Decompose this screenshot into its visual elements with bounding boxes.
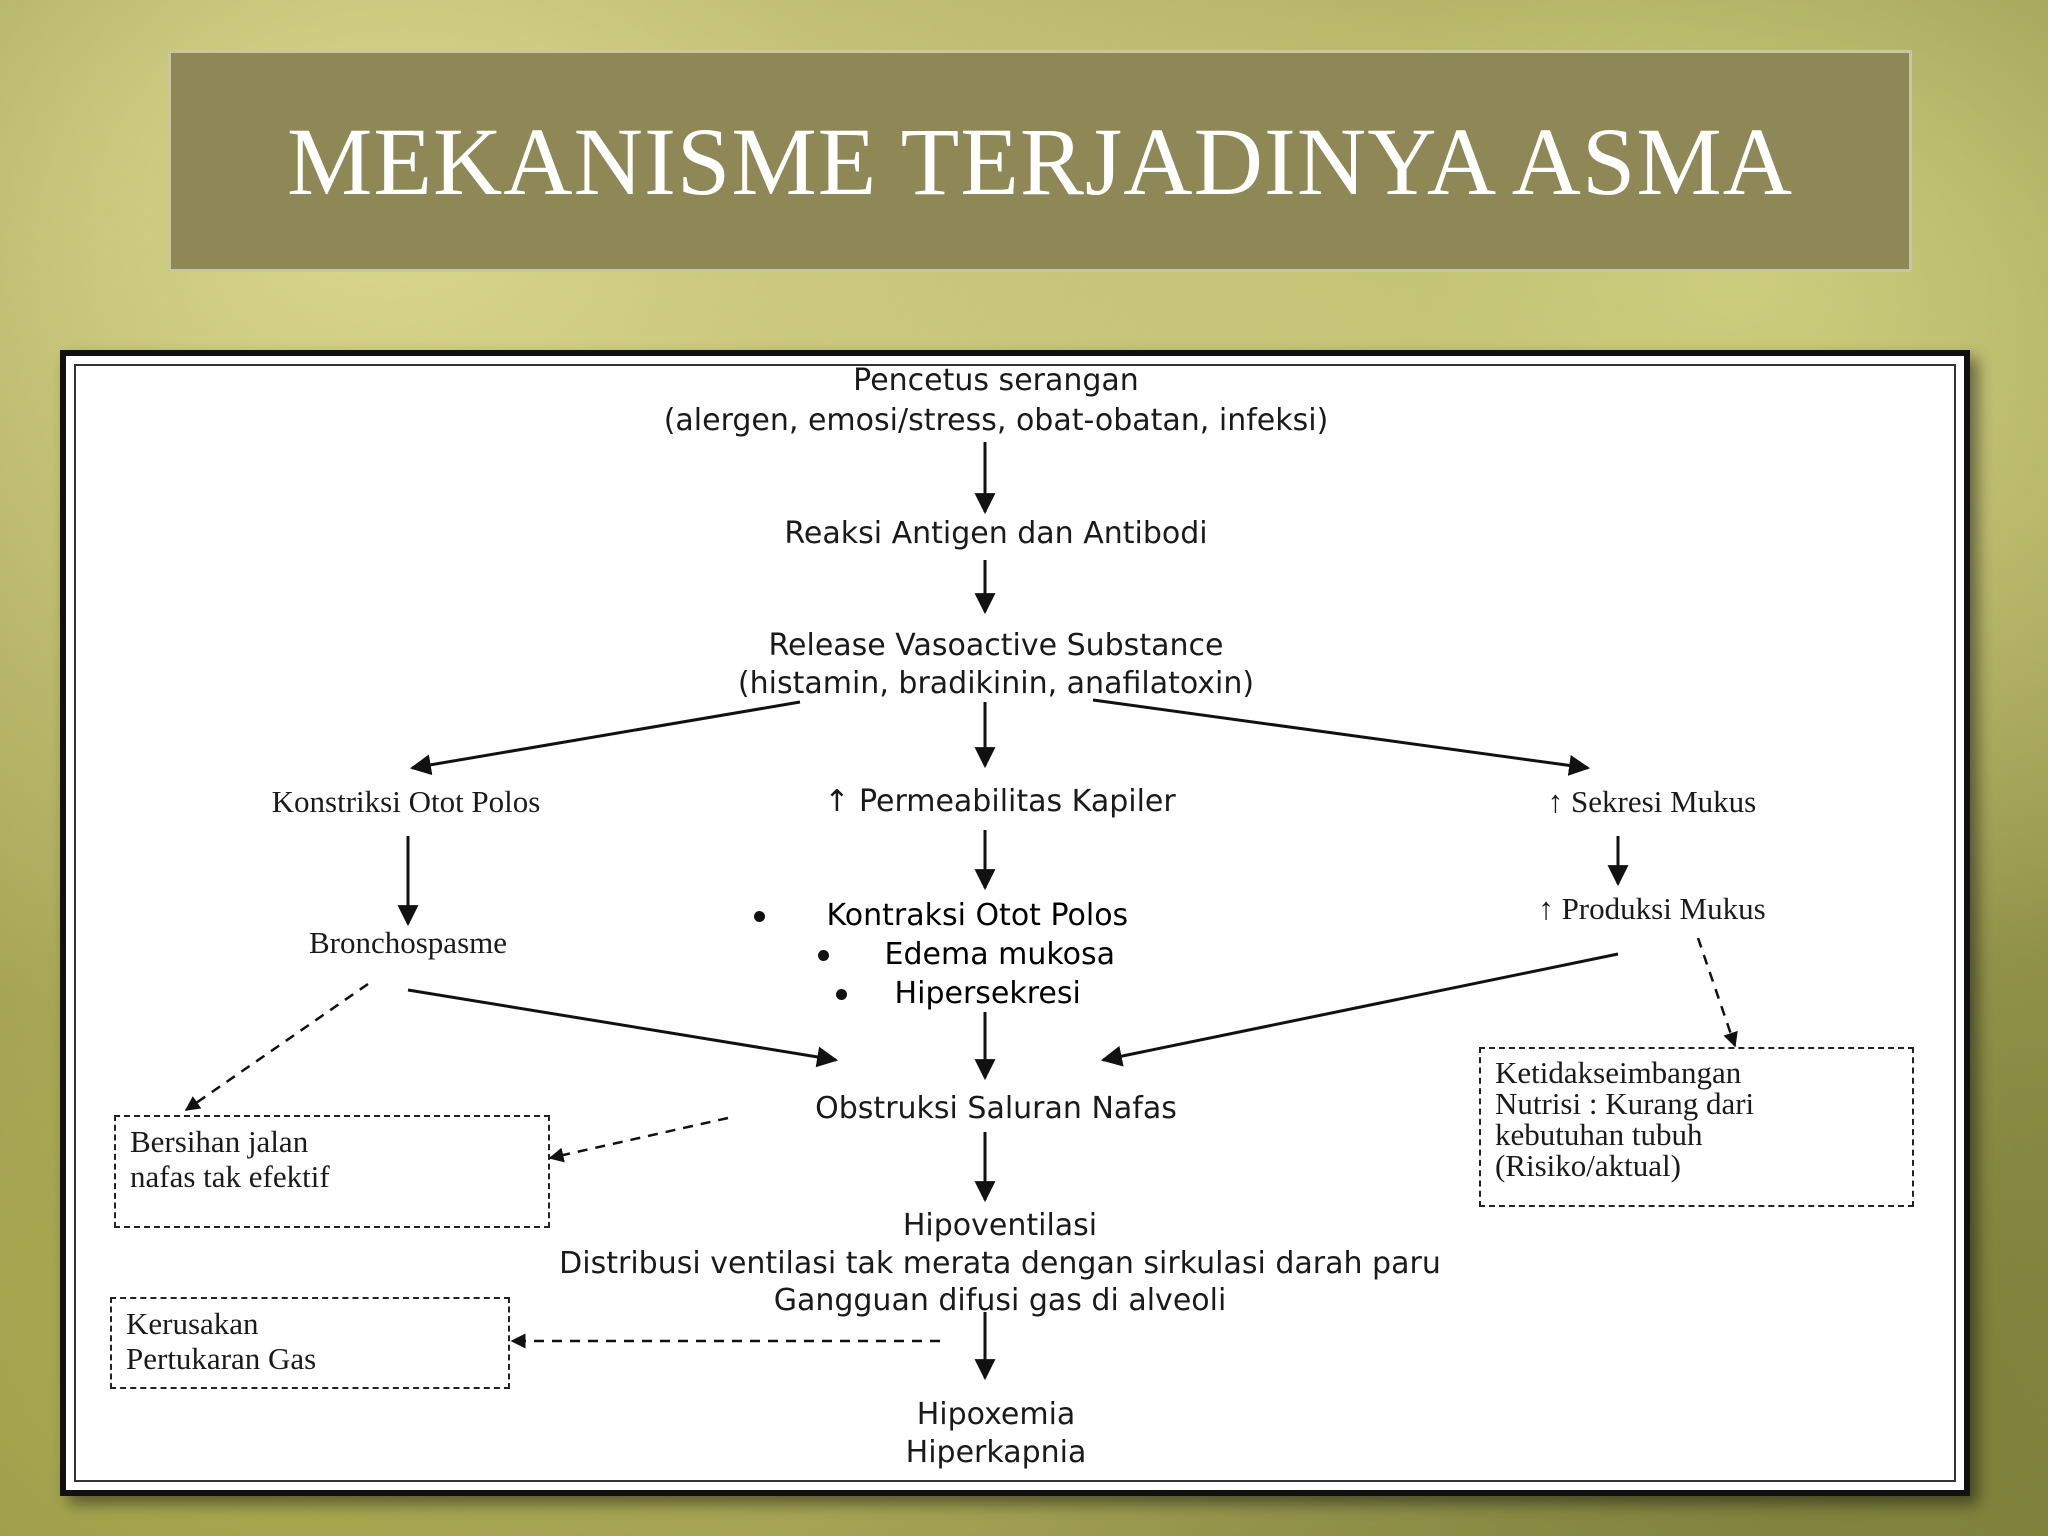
diagnosis-gas-exchange-box: Kerusakan Pertukaran Gas	[110, 1297, 510, 1389]
node-obstruction: Obstruksi Saluran Nafas	[815, 1091, 1177, 1126]
arrow-mucus-to-obstruction	[1100, 952, 1619, 1067]
diagnosis-nutrition-line: kebutuhan tubuh	[1495, 1117, 1703, 1152]
node-outcome-hypoxemia: Hipoxemia	[916, 1397, 1076, 1432]
diagnosis-airway-line: Bersihan jalan	[130, 1124, 309, 1159]
node-reaction: Reaksi Antigen dan Antibodi	[784, 516, 1208, 551]
node-release-title: Release Vasoactive Substance	[768, 628, 1224, 663]
node-hypoventilation-title: Hipoventilasi	[902, 1208, 1098, 1243]
node-hypoventilation: Hipoventilasi Distribusi ventilasi tak m…	[559, 1207, 1441, 1320]
diagnosis-nutrition-line: (Risiko/aktual)	[1495, 1148, 1681, 1183]
node-outcome: Hipoxemia Hiperkapnia	[906, 1396, 1087, 1471]
dashed-arrow-bronchospasm-to-airway	[184, 982, 369, 1112]
node-trigger-title: Pencetus serangan	[853, 363, 1139, 398]
arrow-release-to-left	[409, 700, 801, 776]
slide-title: MEKANISME TERJADINYA ASMA	[286, 107, 1794, 215]
bullet-dot	[754, 911, 765, 922]
diagnosis-airway-box: Bersihan jalan nafas tak efektif	[114, 1115, 550, 1228]
flowchart-frame	[60, 350, 1970, 1496]
diagnosis-gas-exchange-line: Kerusakan	[126, 1306, 259, 1341]
node-center-branch: ↑ Permeabilitas Kapiler	[824, 784, 1176, 819]
diagnosis-airway-line: nafas tak efektif	[130, 1158, 330, 1194]
node-bronchospasm: Bronchospasme	[308, 925, 508, 960]
center-effect-label: Kontraksi Otot Polos	[826, 898, 1129, 933]
node-release: Release Vasoactive Substance (histamin, …	[738, 627, 1254, 702]
node-release-detail: (histamin, bradikinin, anafilatoxin)	[737, 665, 1255, 701]
diagnosis-nutrition-box: Ketidakseimbangan Nutrisi : Kurang dari …	[1479, 1047, 1914, 1207]
center-effect-item: Kontraksi Otot Polos	[754, 898, 1128, 933]
arrow-bronchospasm-to-obstruction	[407, 988, 839, 1068]
node-right-branch: ↑ Sekresi Mukus	[1547, 784, 1757, 819]
center-effect-label: Edema mukosa	[884, 937, 1116, 972]
center-effect-label: Hipersekresi	[894, 976, 1081, 1011]
node-hypoventilation-distribution: Distribusi ventilasi tak merata dengan s…	[559, 1245, 1441, 1281]
node-mucus-production: ↑ Produksi Mukus	[1538, 891, 1766, 926]
dashed-arrow-mucus-to-nutrition	[1696, 937, 1738, 1048]
slide-title-box: MEKANISME TERJADINYA ASMA	[168, 50, 1912, 272]
node-hypoventilation-diffusion: Gangguan difusi gas di alveoli	[773, 1283, 1227, 1318]
arrow-release-to-right	[1092, 698, 1591, 776]
bullet-dot	[818, 950, 829, 961]
diagnosis-nutrition-line: Ketidakseimbangan	[1495, 1055, 1742, 1090]
flowchart-inner-border	[74, 364, 1956, 1482]
center-effect-item: Hipersekresi	[836, 976, 1081, 1011]
dashed-arrow-obstruction-to-airway	[548, 1116, 729, 1163]
node-left-branch: Konstriksi Otot Polos	[271, 784, 541, 819]
node-outcome-hypercapnia: Hiperkapnia	[905, 1434, 1087, 1470]
diagnosis-nutrition-line: Nutrisi : Kurang dari	[1495, 1086, 1755, 1121]
diagnosis-gas-exchange-line: Pertukaran Gas	[126, 1340, 317, 1376]
center-effect-item: Edema mukosa	[818, 937, 1115, 972]
node-trigger-detail: (alergen, emosi/stress, obat-obatan, inf…	[663, 402, 1329, 438]
bullet-dot	[836, 989, 847, 1000]
node-trigger: Pencetus serangan (alergen, emosi/stress…	[664, 362, 1329, 439]
